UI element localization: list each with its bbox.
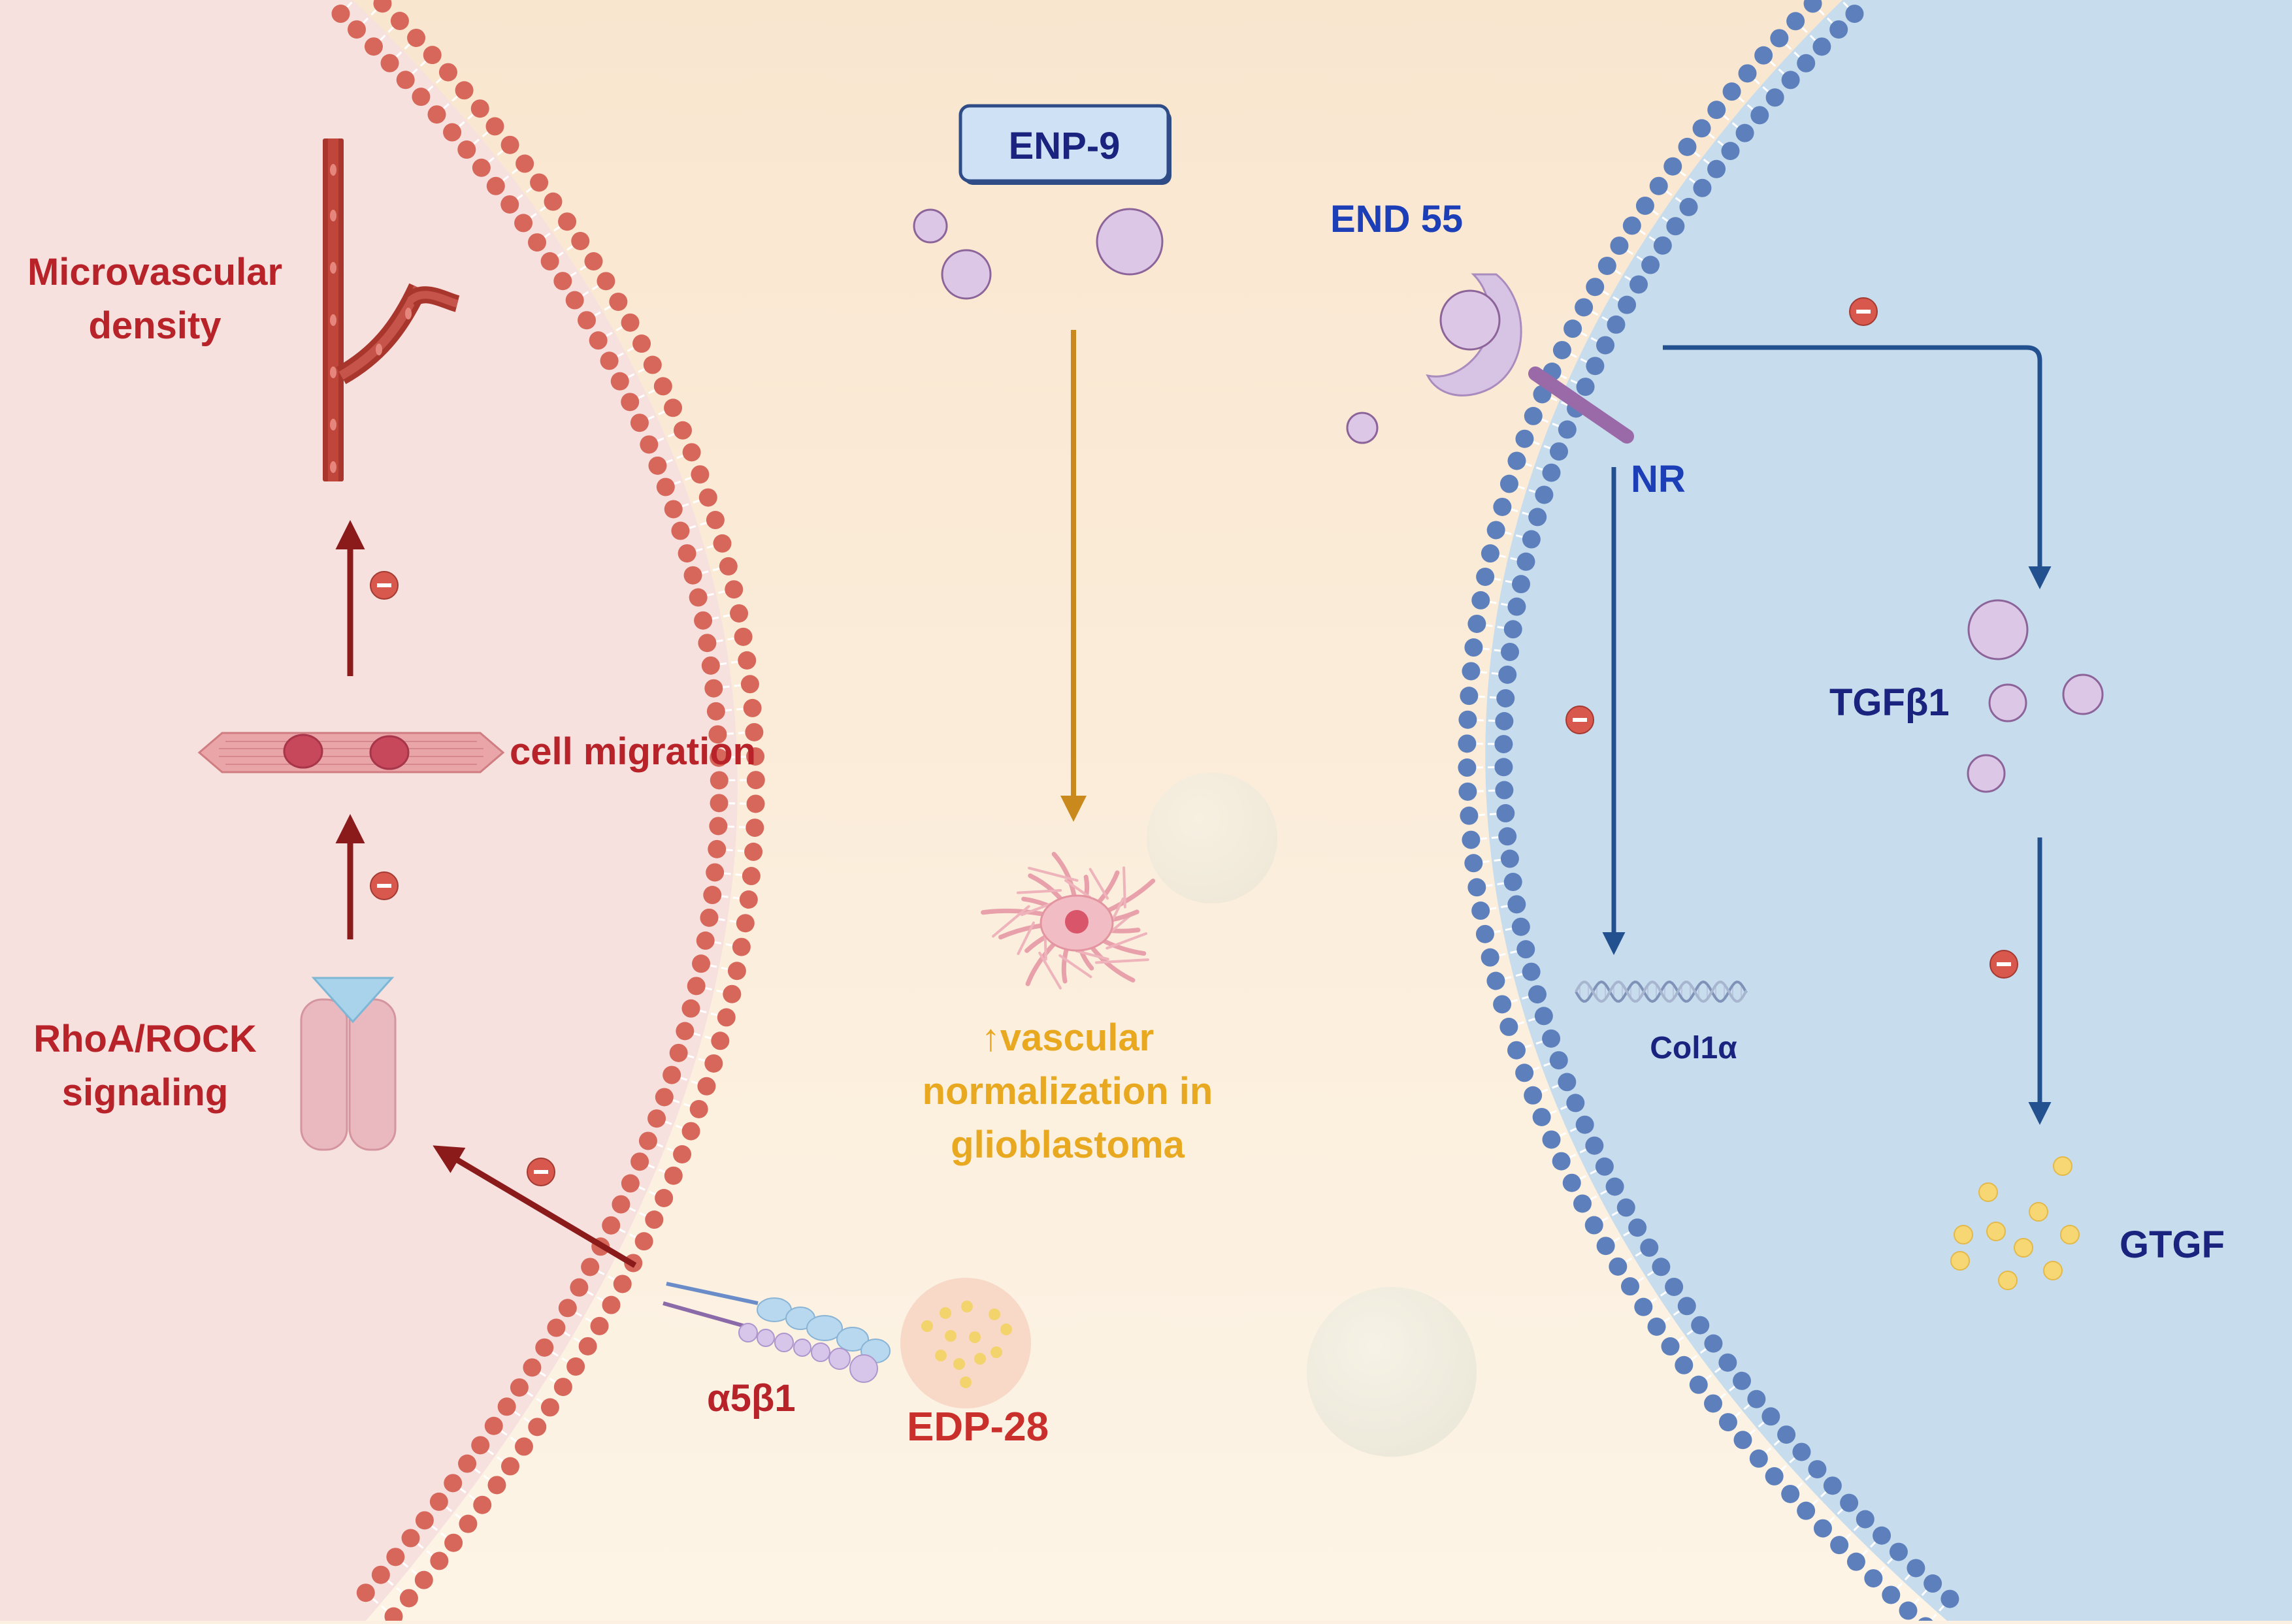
rhoa-rock-label: RhoA/ROCK xyxy=(33,1018,257,1060)
tgfb1-label: TGFβ1 xyxy=(1829,681,1950,724)
gtgf-label: GTGF xyxy=(2120,1224,2225,1266)
density-label: density xyxy=(88,304,221,347)
end55-label: END 55 xyxy=(1330,198,1463,240)
minus-circle-icon xyxy=(527,1158,555,1186)
cell-migration-label: cell migration xyxy=(510,730,756,773)
minus-circle-icon xyxy=(370,572,398,599)
col1a-label: Col1α xyxy=(1650,1031,1737,1065)
elongated-cell-icon xyxy=(199,733,503,772)
end55-vesicle xyxy=(1347,413,1377,443)
vascular-label-line2: normalization in xyxy=(923,1070,1213,1112)
integrin-label: α5β1 xyxy=(707,1377,796,1420)
vascular-label-line3: glioblastoma xyxy=(951,1124,1185,1166)
edp-vesicle-icon xyxy=(900,1278,1031,1408)
vascular-label-line1: ↑vascular xyxy=(981,1016,1154,1059)
minus-circle-icon xyxy=(1850,298,1877,325)
nr-label: NR xyxy=(1631,458,1686,500)
enp-label: ENP-9 xyxy=(1009,125,1121,167)
minus-circle-icon xyxy=(370,872,398,900)
decor-bubble xyxy=(1307,1287,1477,1457)
minus-circle-icon xyxy=(1566,706,1594,734)
signaling-label: signaling xyxy=(62,1071,229,1114)
edp-label: EDP-28 xyxy=(907,1405,1049,1450)
minus-circle-icon xyxy=(1990,950,2018,978)
microvascular-label: Microvascular xyxy=(27,251,282,293)
decor-bubble xyxy=(1147,773,1277,903)
